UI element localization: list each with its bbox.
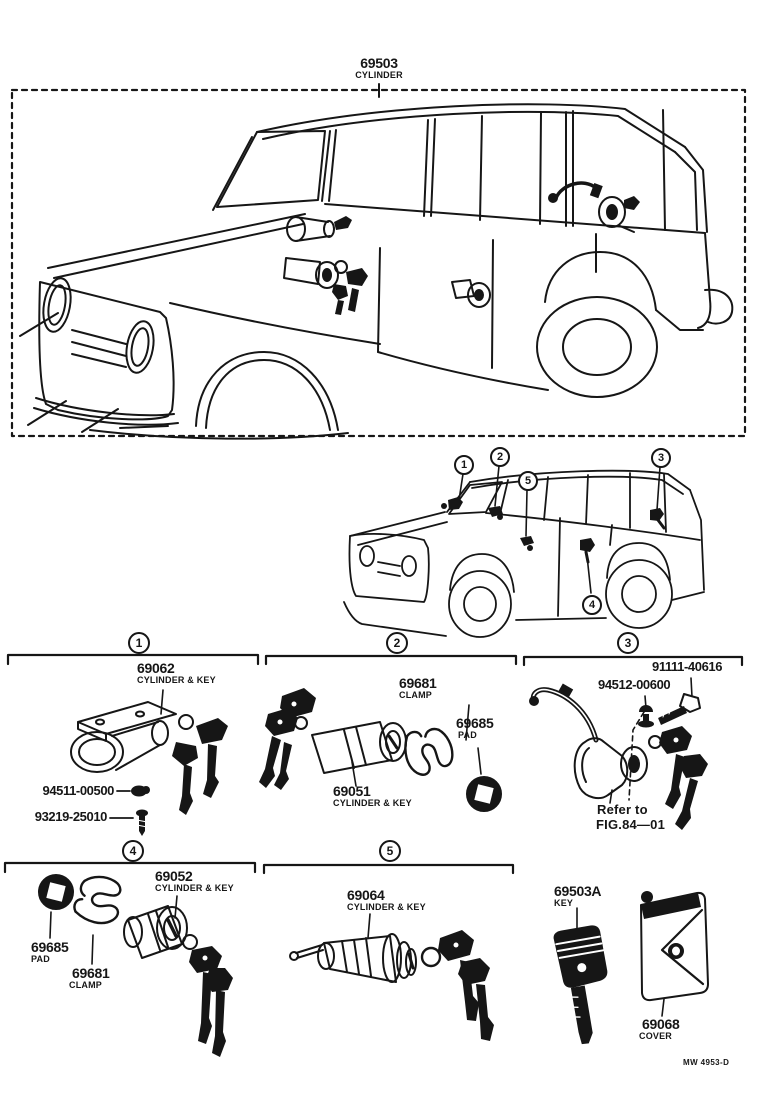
s1-main-part-name: CYLINDER & KEY	[137, 675, 216, 685]
s3-washer-part-number: 94512-00600	[598, 677, 671, 692]
car-callout-4: 4	[582, 595, 602, 615]
s3-bolt-part-number: 91111-40616	[652, 659, 723, 674]
s1-grommet-part-number: 94511-00500	[42, 783, 114, 798]
document-code: MW 4953-D	[683, 1058, 730, 1067]
loose-parts-illustration	[553, 891, 709, 1045]
s4-main-part-name: CYLINDER & KEY	[155, 883, 234, 893]
header-part-name: CYLINDER	[355, 70, 403, 80]
s5-main-part-name: CYLINDER & KEY	[347, 902, 426, 912]
section5-number: 5	[379, 840, 401, 862]
s3-note-line1: Refer to	[597, 802, 648, 817]
section2-illustration	[259, 688, 502, 812]
section5-illustration	[289, 913, 494, 1041]
s4-pad-part-name: PAD	[31, 954, 50, 964]
car-callout-2: 2	[490, 447, 510, 467]
section4-number: 4	[122, 840, 144, 862]
section1-illustration	[70, 689, 228, 836]
s2-clamp-part-name: CLAMP	[399, 690, 432, 700]
s4-main-part-number: 69052	[155, 868, 193, 884]
dashed-frame	[10, 88, 747, 438]
big-car-illustration	[19, 103, 734, 440]
s4-clamp-part-number: 69681	[72, 965, 110, 981]
s2-pad-part-name: PAD	[458, 730, 477, 740]
s2-pad-part-number: 69685	[456, 715, 494, 731]
s2-main-part-number: 69051	[333, 783, 371, 799]
car-callout-3: 3	[651, 448, 671, 468]
section3-illustration	[529, 677, 708, 830]
s4-clamp-part-name: CLAMP	[69, 980, 102, 990]
key-part-number: 69503A	[554, 883, 602, 899]
section2-number: 2	[386, 632, 408, 654]
car-callout-5: 5	[518, 471, 538, 491]
s5-main-part-number: 69064	[347, 887, 385, 903]
key-part-name: KEY	[554, 898, 574, 908]
small-car-illustration	[343, 465, 705, 638]
s1-main-part-number: 69062	[137, 660, 175, 676]
cover-part-name: COVER	[639, 1031, 673, 1041]
s4-pad-part-number: 69685	[31, 939, 69, 955]
s2-clamp-part-number: 69681	[399, 675, 437, 691]
s1-screw-part-number: 93219-25010	[34, 809, 108, 824]
s2-main-part-name: CYLINDER & KEY	[333, 798, 412, 808]
car-callout-1: 1	[454, 455, 474, 475]
header-part-number: 69503	[360, 55, 398, 71]
s3-note-line2: FIG.84—01	[596, 817, 665, 832]
section1-number: 1	[128, 632, 150, 654]
cover-part-number: 69068	[642, 1016, 680, 1032]
section-brackets	[3, 653, 744, 875]
section4-illustration	[38, 869, 233, 1057]
section3-number: 3	[617, 632, 639, 654]
